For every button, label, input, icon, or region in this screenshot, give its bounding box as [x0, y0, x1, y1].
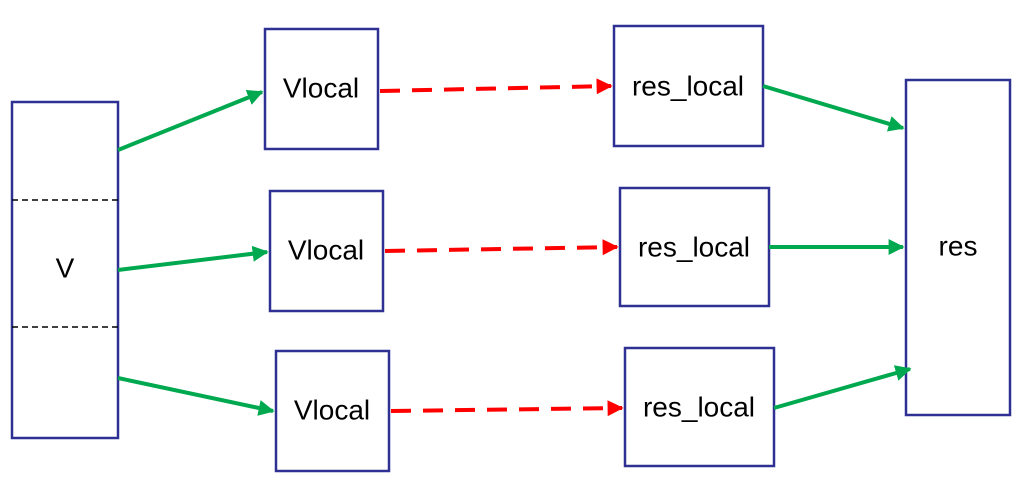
source-box-v: V [10, 100, 120, 440]
result-label: res [939, 230, 978, 261]
local-input-box-3: Vlocal [274, 349, 391, 473]
compute-arrow-1 [379, 78, 613, 95]
source-label: V [56, 252, 75, 283]
gather-arrow-3 [773, 365, 912, 410]
compute-arrow-2 [384, 239, 619, 256]
local-input-label-2: Vlocal [288, 234, 364, 265]
scatter-arrow-3 [117, 376, 275, 416]
result-box-res: res [904, 78, 1012, 417]
local-input-box-1: Vlocal [263, 27, 380, 151]
local-result-box-3: res_local [623, 346, 776, 468]
local-result-label-3: res_local [643, 391, 755, 422]
local-result-label-2: res_local [638, 231, 750, 262]
local-result-label-1: res_local [632, 70, 744, 101]
scatter-arrow-1 [117, 89, 264, 152]
scatter-arrow-2 [117, 245, 269, 272]
local-input-label-1: Vlocal [283, 72, 359, 103]
local-input-box-2: Vlocal [268, 189, 385, 313]
local-result-box-2: res_local [618, 186, 771, 308]
local-result-box-1: res_local [612, 24, 765, 148]
local-input-label-3: Vlocal [294, 394, 370, 425]
gather-arrow-1 [762, 84, 905, 132]
compute-arrow-3 [390, 400, 624, 417]
